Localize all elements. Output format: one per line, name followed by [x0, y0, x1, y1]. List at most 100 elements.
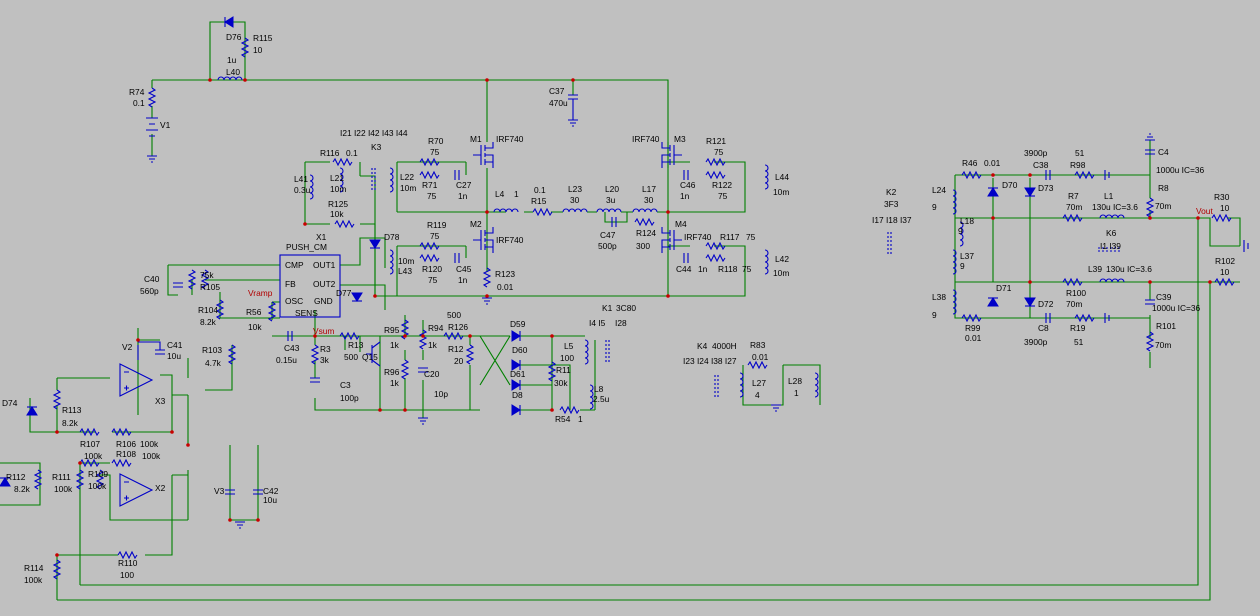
label-k1-coils: I4 I5 — [589, 318, 606, 328]
label-r124: R124 — [636, 228, 656, 238]
label-l28: L28 — [788, 376, 802, 386]
label-m1: M1 — [470, 134, 482, 144]
label-c40: C40 — [144, 274, 160, 284]
value-r46: 0.01 — [984, 158, 1001, 168]
label-k1: K1 — [602, 303, 613, 313]
value-c40: 560p — [140, 286, 159, 296]
value-l43: 10m — [398, 256, 414, 266]
label-r70: R70 — [428, 136, 444, 146]
label-r108: R108 — [116, 449, 136, 459]
label-c47: C47 — [600, 230, 616, 240]
label-c37: C37 — [549, 86, 565, 96]
label-m2: M2 — [470, 219, 482, 229]
value-r102: 10 — [1220, 267, 1230, 277]
value-r109: 100k — [88, 481, 107, 491]
label-r117: R117 — [720, 232, 740, 242]
label-r121: R121 — [706, 136, 726, 146]
label-l40: L40 — [226, 67, 240, 77]
value-r13: 500 — [344, 352, 358, 362]
label-l22: L22 — [400, 172, 414, 182]
label-d71: D71 — [996, 283, 1012, 293]
value-l38: 9 — [932, 310, 937, 320]
label-r99: R99 — [965, 323, 981, 333]
value-l21: 10m — [330, 184, 346, 194]
label-d8: D8 — [512, 390, 523, 400]
label-d73: D73 — [1038, 183, 1054, 193]
value-c47: 500p — [598, 241, 617, 251]
label-r71: R71 — [422, 180, 438, 190]
value-k1: 3C80 — [616, 303, 636, 313]
value-c45: 1n — [458, 275, 468, 285]
value-c42: 10u — [263, 495, 277, 505]
value-l1: 130u IC=3.6 — [1092, 202, 1138, 212]
label-c4: C4 — [1158, 147, 1169, 157]
value-r105: 75k — [200, 270, 214, 280]
label-r74: R74 — [129, 87, 145, 97]
value-c46: 1n — [680, 191, 690, 201]
value-r118: 75 — [742, 264, 752, 274]
label-d59: D59 — [510, 319, 526, 329]
net-vout: Vout — [1196, 206, 1213, 216]
label-r13: R13 — [348, 340, 364, 350]
value-l8: 2.5u — [593, 394, 610, 404]
value-l23: 30 — [570, 195, 580, 205]
label-l42: L42 — [775, 254, 789, 264]
label-v3: V3 — [214, 486, 225, 496]
value-k4: 4000H — [712, 341, 737, 351]
label-c45: C45 — [456, 264, 472, 274]
label-k1-coil2: I28 — [615, 318, 627, 328]
label-c41: C41 — [167, 340, 183, 350]
value-l20: 3u — [606, 195, 616, 205]
label-r30: R30 — [1214, 192, 1230, 202]
value-r54: 1 — [578, 414, 583, 424]
label-m4: M4 — [675, 219, 687, 229]
value-r15: 0.1 — [534, 185, 546, 195]
value-r115: 10 — [253, 45, 263, 55]
value-r56: 10k — [248, 322, 262, 332]
label-k6: K6 — [1106, 228, 1117, 238]
label-r105: R105 — [200, 282, 220, 292]
value-x1: PUSH_CM — [286, 242, 327, 252]
label-l44: L44 — [775, 172, 789, 182]
value-r11: 30k — [554, 378, 568, 388]
value-r114: 100k — [24, 575, 43, 585]
label-r122: R122 — [712, 180, 732, 190]
value-r74: 0.1 — [133, 98, 145, 108]
value-r12: 20 — [454, 356, 464, 366]
value-r113: 8.2k — [62, 418, 79, 428]
value-l17: 30 — [644, 195, 654, 205]
value-r116: 0.1 — [346, 148, 358, 158]
value-r7: 70m — [1066, 202, 1082, 212]
value-m4: IRF740 — [684, 232, 712, 242]
value-r83: 0.01 — [752, 352, 769, 362]
label-r118: R118 — [718, 264, 738, 274]
label-r102: R102 — [1215, 256, 1235, 266]
value-r3: 3k — [320, 355, 330, 365]
value-r110: 100 — [120, 570, 134, 580]
label-c38: C38 — [1033, 160, 1049, 170]
value-c4: 1000u IC=36 — [1156, 165, 1205, 175]
label-c3: C3 — [340, 380, 351, 390]
value-c27: 1n — [458, 191, 468, 201]
value-l37: 9 — [960, 261, 965, 271]
label-c42: C42 — [263, 486, 279, 496]
label-v1: V1 — [160, 120, 171, 130]
value-c39: 1000u IC=36 — [1152, 303, 1201, 313]
label-c44: C44 — [676, 264, 692, 274]
label-k4: K4 — [697, 341, 708, 351]
label-m3: M3 — [674, 134, 686, 144]
pin-sens: SENS — [295, 308, 318, 318]
value-l18: 9 — [958, 226, 963, 236]
label-r12: R12 — [448, 344, 464, 354]
value-r94: 1k — [428, 340, 438, 350]
pin-osc: OSC — [285, 296, 303, 306]
value-c38: 3900p — [1024, 148, 1048, 158]
label-x3: X3 — [155, 396, 166, 406]
label-r100: R100 — [1066, 288, 1086, 298]
label-r19: R19 — [1070, 323, 1086, 333]
label-l27: L27 — [752, 378, 766, 388]
value-l39: 130u IC=3.6 — [1106, 264, 1152, 274]
label-k3-coils: I21 I22 I42 I43 I44 — [340, 128, 408, 138]
value-r70: 75 — [430, 147, 440, 157]
value-c8: 3900p — [1024, 337, 1048, 347]
